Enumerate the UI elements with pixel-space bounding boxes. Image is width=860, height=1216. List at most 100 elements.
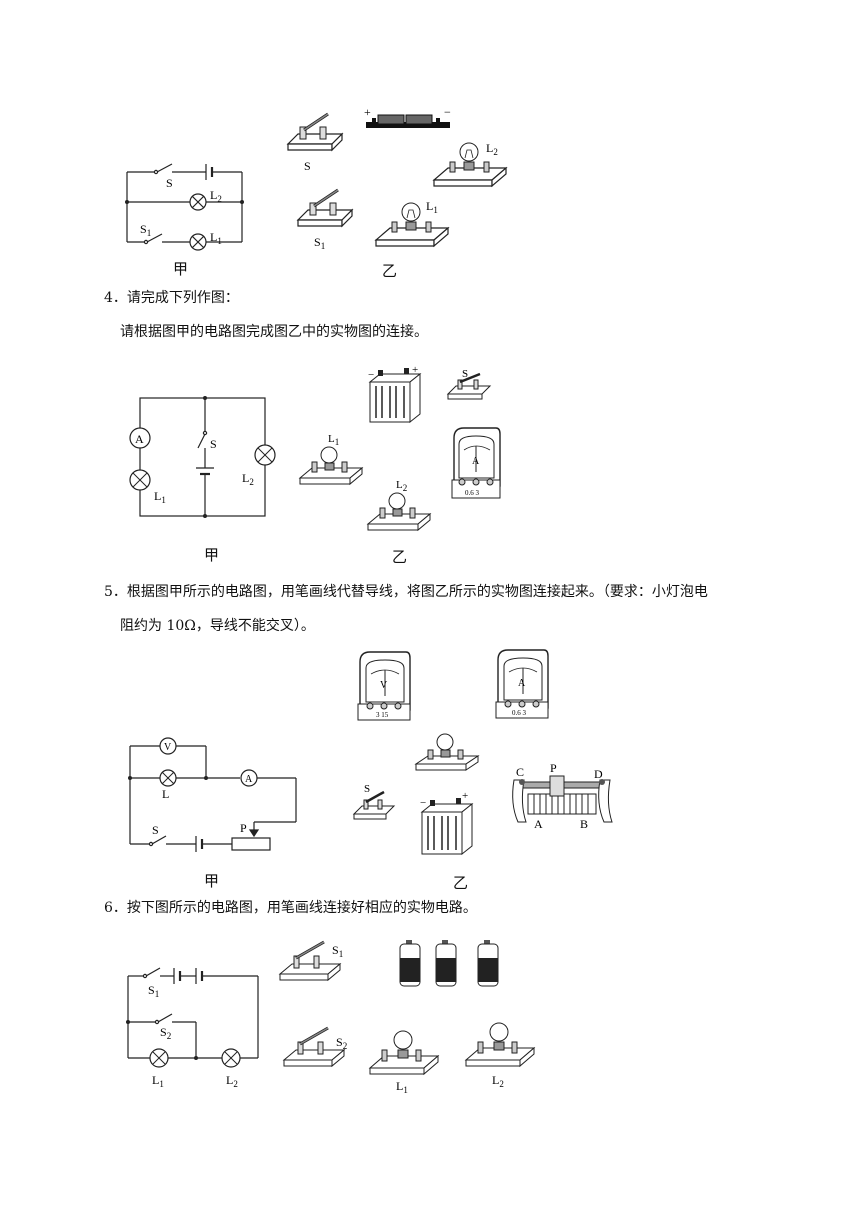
q5-rheostat-a: A bbox=[534, 817, 543, 831]
svg-text:L2: L2 bbox=[242, 471, 254, 487]
svg-text:L1: L1 bbox=[328, 433, 339, 447]
q5-voltmeter-label: V bbox=[164, 742, 172, 753]
q5-battery-box: − + bbox=[420, 790, 474, 856]
q5-rheostat: C P D A B bbox=[512, 761, 613, 831]
q5-caption-jia: 甲 bbox=[204, 872, 220, 890]
q4-ammeter-label: A bbox=[135, 432, 144, 446]
svg-text:L2: L2 bbox=[492, 1073, 504, 1089]
q6-lamp-l1: L1 bbox=[368, 1030, 440, 1095]
q6-label-l2: L bbox=[226, 1073, 233, 1087]
q5-line1: 5．根据图甲所示的电路图，用笔画线代替导线，将图乙所示的实物图连接起来。（要求：… bbox=[104, 584, 708, 600]
svg-text:L2: L2 bbox=[226, 1073, 238, 1089]
q6-lamp-l2: L2 bbox=[464, 1022, 536, 1089]
svg-text:L2: L2 bbox=[486, 141, 498, 157]
q5-ammeter-label: A bbox=[245, 774, 253, 785]
q6-battery-cells bbox=[399, 940, 499, 987]
q5-line2: 阻约为 10Ω，导线不能交叉）。 bbox=[120, 618, 315, 634]
q3-caption-jia: 甲 bbox=[173, 260, 189, 278]
q4-lamp-l1: L1 bbox=[298, 433, 364, 486]
q6-label-s2: S bbox=[160, 1025, 167, 1039]
q5-label-p: P bbox=[240, 821, 247, 835]
q5-ammeter: A 0.6 3 bbox=[495, 649, 549, 719]
q6-label-s1: S bbox=[148, 983, 155, 997]
q6-real-label-l1: L bbox=[396, 1079, 403, 1093]
q6-cell-3 bbox=[477, 940, 499, 987]
q6-real-label-l2: L bbox=[492, 1073, 499, 1087]
q5-rheostat-b: B bbox=[580, 817, 588, 831]
q5-switch-s: S bbox=[352, 783, 396, 820]
q4-ammeter-scale: 0.6 3 bbox=[465, 489, 480, 497]
q3-lamp-l2: L2 bbox=[432, 141, 508, 188]
q5-rheostat-d: D bbox=[594, 767, 603, 781]
q5-ammeter-face-label: A bbox=[518, 678, 526, 689]
q3-battery-minus: − bbox=[444, 105, 451, 119]
svg-text:L1: L1 bbox=[210, 230, 222, 246]
q3-real-label-s1: S bbox=[314, 235, 321, 249]
q3-real-label-l1: L bbox=[426, 199, 433, 213]
q5-lamp bbox=[414, 733, 480, 771]
q3-switch-s: S bbox=[286, 112, 344, 173]
q3-battery-pack: + − bbox=[364, 105, 451, 128]
svg-text:L2: L2 bbox=[396, 479, 407, 493]
q4-battery-plus: + bbox=[412, 366, 418, 376]
q3-switch-s1: S1 bbox=[296, 188, 354, 250]
q3-label-s1: S bbox=[140, 222, 147, 236]
svg-text:S2: S2 bbox=[336, 1035, 347, 1051]
q6-cell-1 bbox=[399, 940, 421, 987]
q3-lamp-l1: L1 bbox=[374, 199, 450, 248]
q4-instruction: 请根据图甲的电路图完成图乙中的实物图的连接。 bbox=[120, 324, 428, 340]
q6-switch-s1: S1 bbox=[278, 940, 343, 982]
q4-schematic: A S L1 L2 bbox=[129, 396, 276, 518]
q5-label-s: S bbox=[152, 823, 159, 837]
q5-rheostat-c: C bbox=[516, 765, 524, 779]
q3-real-label-l2: L bbox=[486, 141, 493, 155]
q3-caption-yi: 乙 bbox=[382, 262, 398, 280]
q5-ammeter-scale: 0.6 3 bbox=[512, 709, 527, 717]
q4-battery-box: − + bbox=[368, 366, 422, 424]
q3-label-s: S bbox=[166, 176, 173, 190]
q6-real-label-s2: S bbox=[336, 1035, 343, 1049]
q4-label-s: S bbox=[210, 437, 217, 451]
q4-lamp-l2: L2 bbox=[366, 479, 432, 532]
q4-switch-s: S bbox=[446, 368, 492, 400]
q6-real-label-s1: S bbox=[332, 943, 339, 957]
q6-schematic: S1 S2 L1 L2 bbox=[126, 967, 259, 1089]
q4-ammeter: A 0.6 3 bbox=[451, 427, 501, 499]
q5-real-label-s: S bbox=[364, 783, 370, 795]
svg-text:S1: S1 bbox=[314, 235, 325, 250]
q5-voltmeter-face-label: V bbox=[380, 680, 388, 691]
q6-heading: 6．按下图所示的电路图，用笔画线连接好相应的实物电路。 bbox=[104, 900, 477, 916]
q5-schematic: V A L S P bbox=[128, 737, 297, 852]
q4-battery-minus: − bbox=[368, 369, 374, 381]
q5-caption-yi: 乙 bbox=[453, 874, 469, 892]
q4-caption-yi: 乙 bbox=[392, 548, 408, 566]
q5-battery-plus: + bbox=[462, 790, 468, 802]
q4-real-label-l2: L bbox=[396, 479, 403, 491]
q3-real-label-s: S bbox=[304, 159, 311, 173]
q4-label-l2: L bbox=[242, 471, 249, 485]
q4-real-label-s: S bbox=[462, 368, 468, 380]
q5-voltmeter: V 3 15 bbox=[357, 651, 411, 721]
q6-switch-s2: S2 bbox=[282, 1026, 347, 1068]
q3-label-l2: L bbox=[210, 188, 217, 202]
svg-text:L1: L1 bbox=[152, 1073, 164, 1089]
svg-text:L1: L1 bbox=[396, 1079, 408, 1095]
svg-text:S1: S1 bbox=[140, 222, 151, 238]
q6-label-l1: L bbox=[152, 1073, 159, 1087]
q4-heading: 4．请完成下列作图： bbox=[104, 290, 239, 306]
q5-battery-minus: − bbox=[420, 797, 426, 809]
q3-label-l1: L bbox=[210, 230, 217, 244]
q4-caption-jia: 甲 bbox=[204, 546, 220, 564]
svg-text:S1: S1 bbox=[332, 943, 343, 959]
q4-ammeter-face-label: A bbox=[472, 456, 480, 467]
q5-voltmeter-scale: 3 15 bbox=[376, 711, 389, 719]
svg-text:L1: L1 bbox=[426, 199, 438, 215]
q4-label-l1: L bbox=[154, 489, 161, 503]
q4-real-label-l1: L bbox=[328, 433, 335, 445]
q6-cell-2 bbox=[435, 940, 457, 987]
svg-text:L1: L1 bbox=[154, 489, 166, 505]
q5-label-l: L bbox=[162, 787, 169, 801]
q3-battery-plus: + bbox=[364, 105, 371, 119]
q5-rheostat-p: P bbox=[550, 761, 557, 775]
q3-schematic: S L2 S1 L1 bbox=[125, 163, 244, 251]
